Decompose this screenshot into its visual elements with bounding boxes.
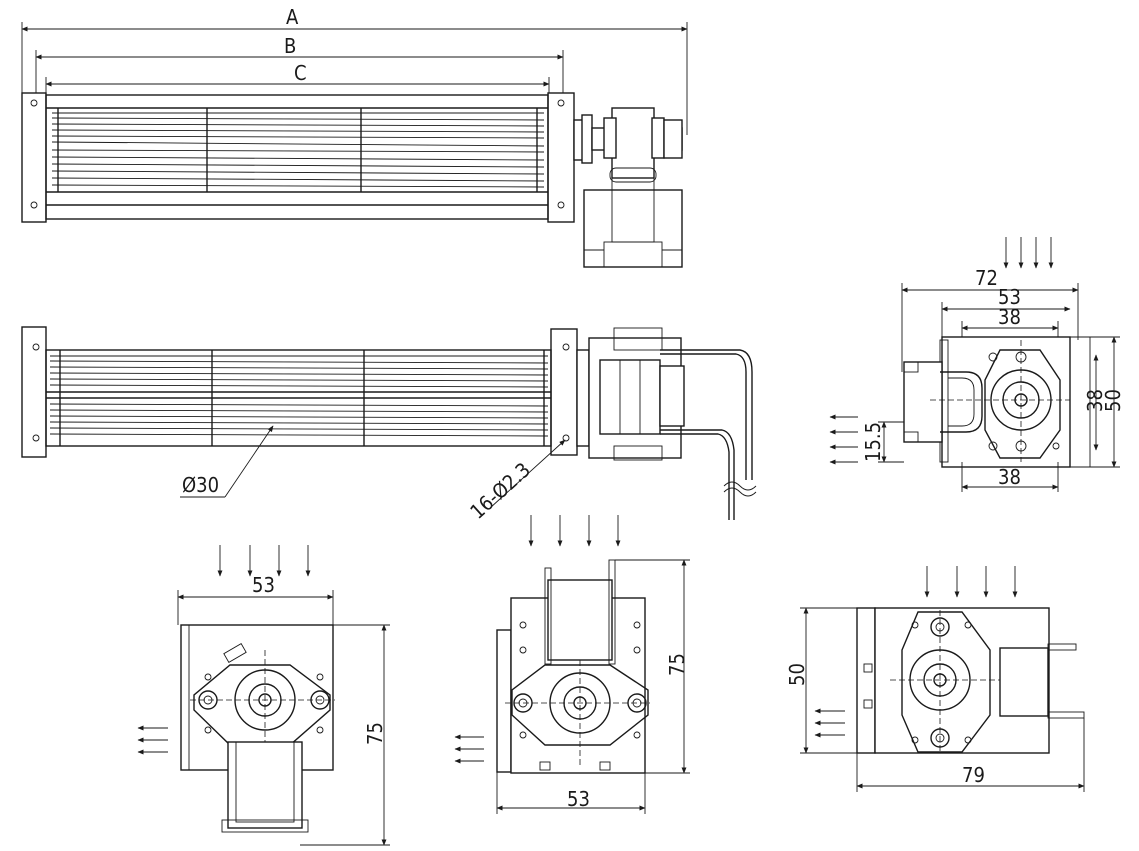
airflow-arrows-down-3 bbox=[528, 515, 621, 547]
right-end-plate bbox=[547, 92, 575, 223]
airflow-arrows-down-2 bbox=[217, 545, 311, 577]
dimension-c: C bbox=[45, 61, 550, 100]
left-end-plate-front bbox=[21, 326, 47, 458]
airflow-arrows-left-3 bbox=[454, 734, 484, 764]
end3-height: 75 bbox=[665, 653, 689, 676]
left-end-plate bbox=[21, 92, 47, 223]
end1-width-total: 72 bbox=[975, 266, 998, 290]
airflow-arrows-left-1 bbox=[829, 414, 858, 465]
airflow-arrows-down-1 bbox=[1003, 237, 1054, 269]
end2-height: 75 bbox=[363, 722, 387, 745]
end4-height: 50 bbox=[785, 663, 809, 686]
dimension-b-label: B bbox=[284, 34, 296, 58]
top-view: A B C bbox=[21, 5, 688, 268]
dimension-c-label: C bbox=[294, 61, 307, 85]
end1-width-mid: 53 bbox=[998, 285, 1021, 309]
end3-coil bbox=[547, 579, 613, 661]
end3-width: 53 bbox=[567, 787, 590, 811]
end4-width: 79 bbox=[962, 763, 985, 787]
end-view-2: 53 75 bbox=[137, 545, 390, 846]
end1-height-total: 50 bbox=[1101, 389, 1125, 412]
dimension-a: A bbox=[21, 5, 688, 135]
dimension-b: B bbox=[35, 34, 564, 95]
end2-width: 53 bbox=[252, 573, 275, 597]
end1-offset: 15.5 bbox=[861, 422, 885, 462]
impeller-blades-top bbox=[51, 112, 545, 188]
motor-top bbox=[573, 107, 683, 268]
end2-coil bbox=[227, 741, 303, 829]
motor-front bbox=[576, 327, 757, 520]
airflow-arrows-left-2 bbox=[137, 725, 168, 755]
mounting-hole-callout: 16-Ø2.3 bbox=[465, 439, 566, 524]
end-view-1: 72 53 38 38 50 15.5 bbox=[829, 237, 1125, 492]
mounting-hole-label: 16-Ø2.3 bbox=[465, 458, 535, 524]
end-view-4: 50 79 bbox=[785, 566, 1085, 792]
airflow-arrows-down-4 bbox=[924, 566, 1018, 598]
airflow-arrows-left-4 bbox=[814, 708, 845, 738]
dimension-a-label: A bbox=[286, 5, 299, 29]
end1-bottom-width: 38 bbox=[998, 465, 1021, 489]
end1-height-mid: 38 bbox=[1083, 389, 1107, 412]
impeller-blades-front bbox=[49, 355, 549, 437]
end1-width-inner: 38 bbox=[998, 305, 1021, 329]
end-view-3: 75 53 bbox=[454, 515, 690, 814]
front-view: Ø30 16-Ø2.3 bbox=[21, 326, 757, 524]
impeller-diameter-callout: Ø30 bbox=[180, 425, 274, 498]
impeller-diameter-label: Ø30 bbox=[182, 473, 219, 497]
end4-coil bbox=[999, 647, 1049, 717]
